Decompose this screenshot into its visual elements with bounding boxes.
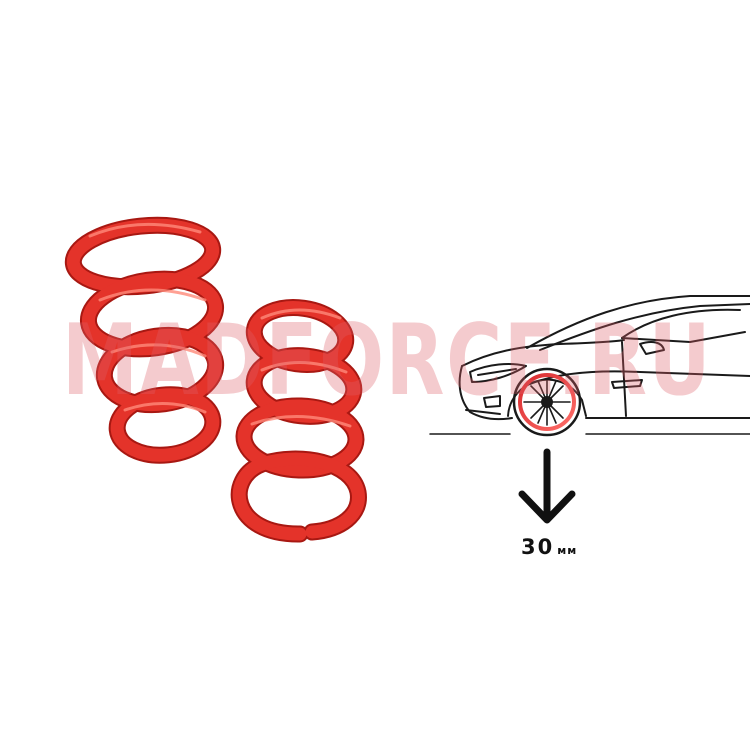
arrow-down-icon (518, 448, 576, 524)
coil-spring-left (64, 216, 225, 464)
coil-spring-right (230, 299, 367, 543)
lowering-value: 30 (521, 535, 555, 559)
car-outline-icon (429, 295, 750, 437)
lowering-unit: мм (557, 544, 578, 557)
